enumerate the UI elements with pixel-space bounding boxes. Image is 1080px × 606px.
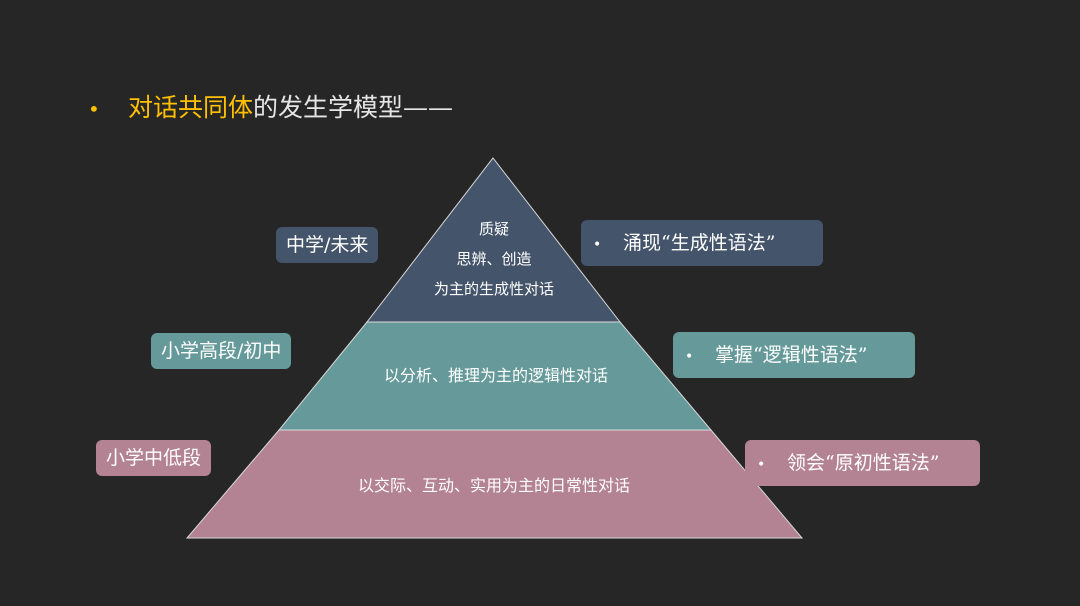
title-rest: 的发生学模型——: [253, 93, 454, 122]
note-generative-grammar: • 涌现“生成性语法”: [581, 220, 823, 266]
title-bullet: •: [88, 97, 100, 121]
tier-middle-text: 以分析、推理为主的逻辑性对话: [383, 366, 609, 385]
tier-bottom-text: 以交际、互动、实用为主的日常性对话: [357, 476, 631, 495]
stage-label-secondary: 中学/未来: [276, 227, 379, 263]
tier-top-line: 为主的生成性对话: [433, 280, 555, 298]
tier-top-line: 思辨、创造: [456, 250, 532, 268]
title-highlight: 对话共同体: [128, 93, 254, 122]
slide-title: • 对话共同体的发生学模型——: [88, 88, 453, 124]
tier-top-line: 质疑: [478, 220, 510, 238]
note-bullet: •: [593, 237, 602, 253]
note-text: 领会“原初性语法”: [787, 452, 940, 474]
note-bullet: •: [685, 349, 694, 365]
tier-top-text: 质疑 思辨、创造 为主的生成性对话: [434, 214, 554, 304]
tier-bottom: [185, 429, 804, 539]
note-logical-grammar: • 掌握“逻辑性语法”: [673, 332, 915, 378]
note-primitive-grammar: • 领会“原初性语法”: [745, 440, 980, 486]
note-bullet: •: [757, 457, 766, 473]
stage-label-upper-primary: 小学高段/初中: [151, 333, 292, 369]
note-text: 掌握“逻辑性语法”: [715, 344, 868, 366]
note-text: 涌现“生成性语法”: [623, 232, 776, 254]
stage-label-lower-primary: 小学中低段: [96, 440, 212, 476]
